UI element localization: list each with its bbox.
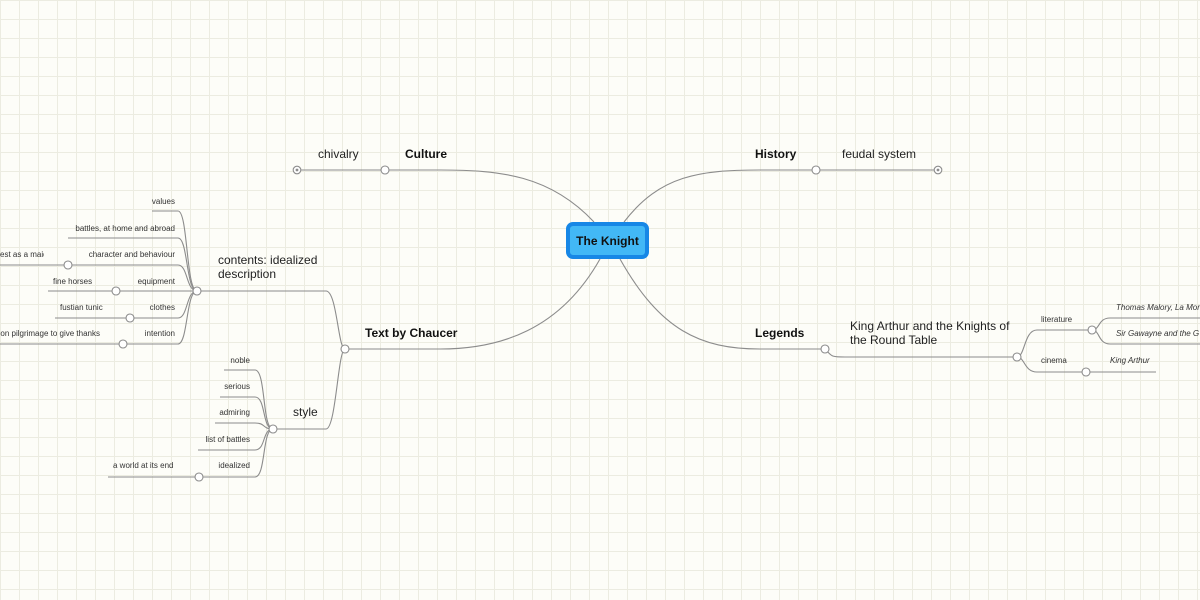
malory-node[interactable]: Thomas Malory, La Mor [1116, 303, 1200, 312]
king-arthur-film-node[interactable]: King Arthur [1110, 356, 1150, 365]
connector-history [623, 169, 816, 223]
cinema-node[interactable]: cinema [1041, 356, 1067, 365]
gawayne-node[interactable]: Sir Gawayne and the G [1116, 329, 1200, 338]
chaucer-node[interactable]: Text by Chaucer [365, 326, 458, 340]
list-of-battles-node[interactable]: list of battles [205, 435, 250, 444]
chivalry-node[interactable]: chivalry [318, 147, 359, 161]
root-node[interactable]: The Knight [566, 222, 649, 259]
clothes-node[interactable]: clothes [149, 303, 175, 312]
character-node[interactable]: character and behaviour [88, 250, 175, 259]
literature-node[interactable]: literature [1041, 315, 1073, 324]
connector-chaucer [345, 258, 601, 350]
cinema-toggle-knob[interactable] [1081, 367, 1091, 377]
history-toggle-knob[interactable] [811, 165, 821, 175]
contents-toggle-knob[interactable] [192, 286, 202, 296]
serious-node[interactable]: serious [224, 382, 250, 391]
king-arthur-round-table-node[interactable]: King Arthur and the Knights of the Round… [850, 319, 1010, 348]
fine-horses-node[interactable]: fine horses [53, 277, 93, 286]
fustian-tunic-node[interactable]: fustian tunic [60, 303, 103, 312]
chivalry-end-dot [295, 168, 299, 172]
style-toggle-knob[interactable] [268, 424, 278, 434]
feudal-end-dot [936, 168, 940, 172]
history-node[interactable]: History [755, 147, 797, 161]
noble-node[interactable]: noble [230, 356, 250, 365]
chaucer-toggle-knob[interactable] [340, 344, 350, 354]
connector-admiring [215, 422, 274, 430]
connector-values [152, 210, 198, 292]
feudal-system-node[interactable]: feudal system [842, 147, 917, 161]
world-at-its-end-node[interactable]: a world at its end [113, 461, 174, 470]
idealized-toggle-knob[interactable] [194, 472, 204, 482]
connector-culture [385, 169, 595, 223]
contents-node[interactable]: contents: idealized description [218, 253, 318, 282]
culture-toggle-knob[interactable] [380, 165, 390, 175]
literature-toggle-knob[interactable] [1087, 325, 1097, 335]
equipment-node[interactable]: equipment [137, 277, 175, 286]
legends-toggle-knob[interactable] [820, 344, 830, 354]
culture-node[interactable]: Culture [405, 147, 447, 161]
connector-arthur [824, 348, 1017, 358]
connector-legends [619, 258, 825, 350]
connector-literature [1016, 329, 1092, 358]
legends-node[interactable]: Legends [755, 326, 805, 340]
idealized-node[interactable]: idealized [218, 461, 250, 470]
intention-child-node[interactable]: on pilgrimage to give thanks [0, 329, 100, 338]
character-toggle-knob[interactable] [63, 260, 73, 270]
battles-node[interactable]: battles, at home and abroad [75, 224, 175, 233]
values-node[interactable]: values [151, 197, 175, 206]
root-label: The Knight [576, 233, 639, 248]
intention-node[interactable]: intention [144, 329, 175, 338]
clothes-toggle-knob[interactable] [125, 313, 135, 323]
style-node[interactable]: style [293, 405, 318, 419]
intention-toggle-knob[interactable] [118, 339, 128, 349]
admiring-node[interactable]: admiring [219, 408, 250, 417]
equipment-toggle-knob[interactable] [111, 286, 121, 296]
connector-contents [197, 290, 346, 350]
arthur-toggle-knob[interactable] [1012, 352, 1022, 362]
character-child-node[interactable]: est as a maid [0, 250, 44, 259]
